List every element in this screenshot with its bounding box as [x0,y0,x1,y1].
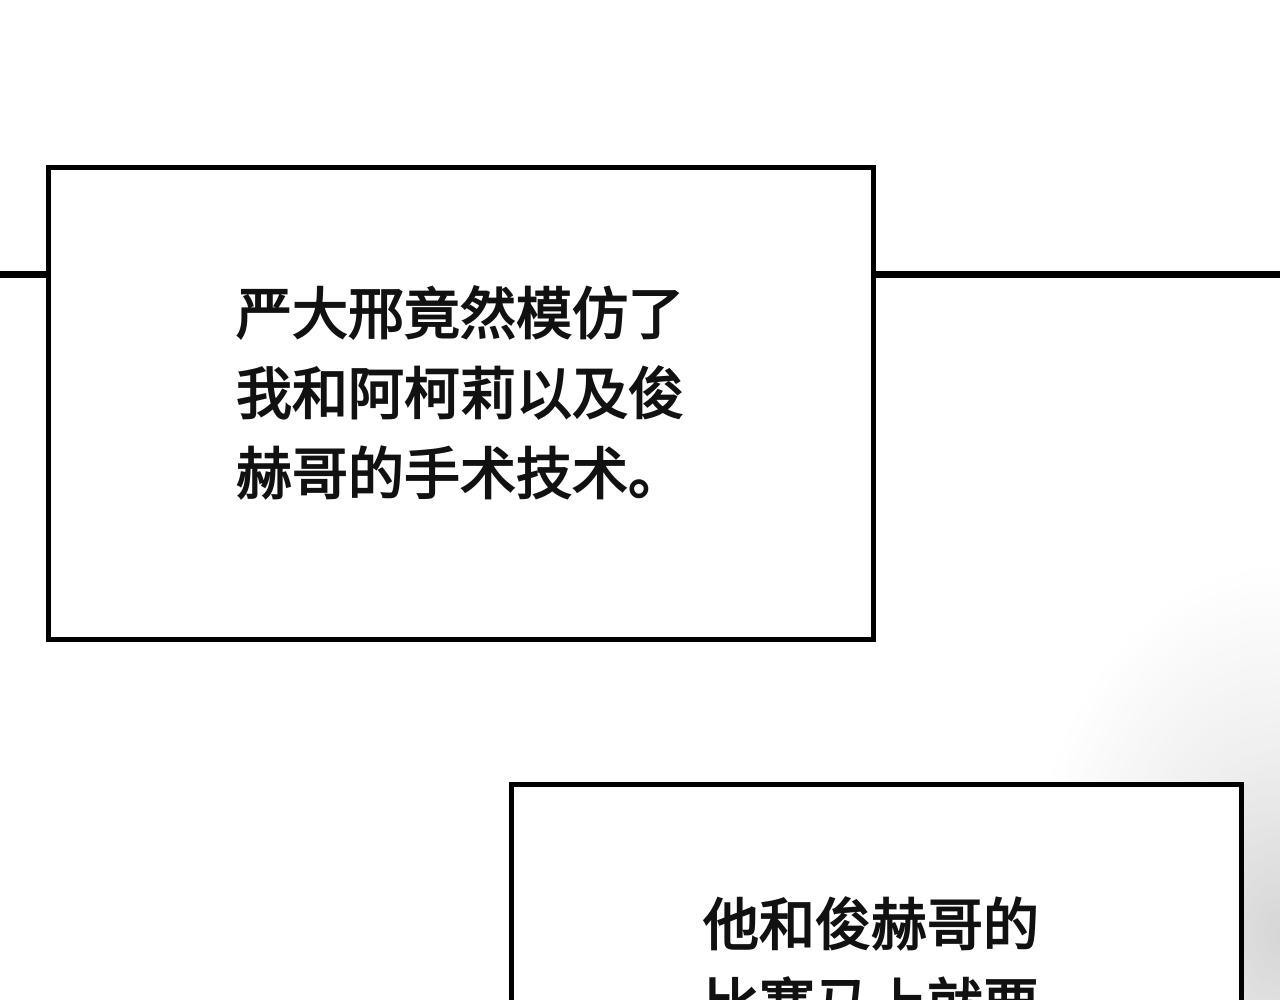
caption-box-1 [46,165,876,642]
caption-2-line-1: 他和俊赫哥的 [703,894,1039,959]
caption-1-line-1: 严大邢竟然模仿了 [236,283,684,348]
caption-2-line-2: 比赛马上就要 [703,967,1039,1000]
caption-text-1: 严大邢竟然模仿了 我和阿柯莉以及俊 赫哥的手术技术。 [236,276,684,516]
caption-1-line-2: 我和阿柯莉以及俊 [236,363,684,428]
caption-1-line-3: 赫哥的手术技术。 [236,443,684,508]
caption-box-2 [509,782,1244,1000]
caption-text-2: 他和俊赫哥的 比赛马上就要 [703,887,1039,1000]
